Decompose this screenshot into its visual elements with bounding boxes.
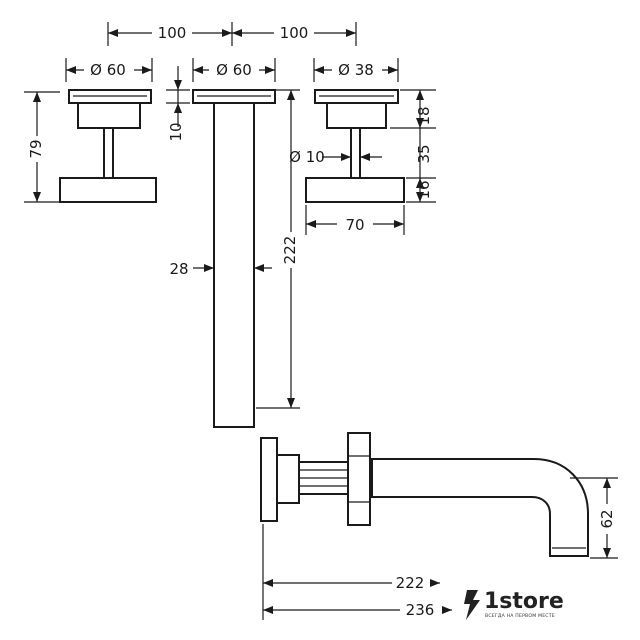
dim-stem-height: 35 [415,144,433,163]
dim-flange-thickness: 10 [167,122,185,141]
spacing-dimension: 100 100 [107,22,357,46]
dim-spout-flange-diameter: Ø 60 [216,61,252,79]
dim-spout-tube-width: 28 [169,260,188,278]
dim-left-handle-diameter: Ø 60 [90,61,126,79]
logo-tagline: ВСЕГДА НА ПЕРВОМ МЕСТЕ [485,613,555,619]
dim-lever-length: 70 [345,216,364,234]
dim-cap-height: 18 [415,106,433,125]
logo-brand: 1store [484,589,564,614]
dim-spacing-right: 100 [280,24,309,42]
dim-side-height: 62 [598,509,616,528]
store-logo: 1store ВСЕГДА НА ПЕРВОМ МЕСТЕ [464,589,564,620]
dim-spout-length: 222 [281,236,299,265]
right-handle: Ø 38 Ø 10 18 35 16 70 [289,58,436,235]
dim-lever-thickness: 16 [415,180,433,199]
left-handle: Ø 60 79 [24,58,157,203]
lightning-icon [464,590,480,620]
dim-side-projection-1: 222 [396,574,425,592]
spout-front: Ø 60 10 28 222 [166,58,302,428]
dim-right-handle-diameter: Ø 38 [338,61,374,79]
side-view: 62 222 236 [260,432,618,620]
dim-handle-height: 79 [27,139,45,158]
dim-side-projection-2: 236 [406,601,435,619]
dim-spacing-left: 100 [158,24,187,42]
dim-stem-diameter: Ø 10 [289,148,325,166]
